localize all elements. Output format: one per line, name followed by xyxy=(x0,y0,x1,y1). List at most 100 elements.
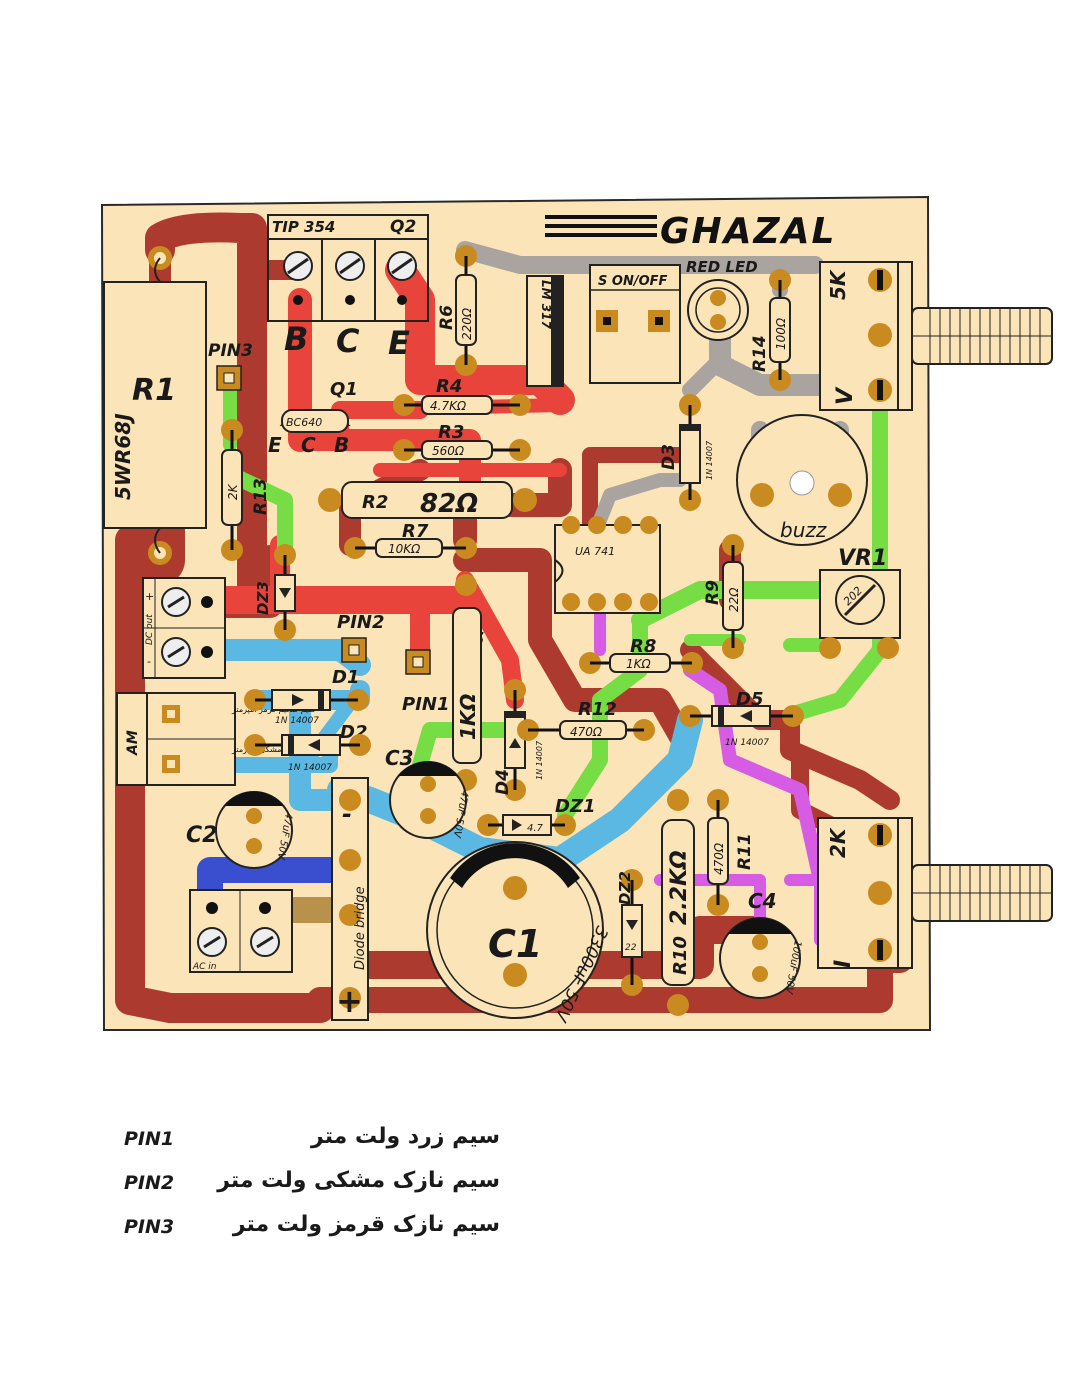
legend-pin1-label: PIN1 xyxy=(124,1128,175,1150)
r1-ref-label: R1 xyxy=(132,373,176,408)
dz1-value-label: 4.7 xyxy=(527,823,544,834)
ic-label: UA 741 xyxy=(575,545,615,558)
legend-row-pin2: PIN2 سیم نازک مشکی ولت متر xyxy=(110,1164,530,1204)
diode-bridge: - Diode bridge + xyxy=(331,777,369,1021)
am-label: AM xyxy=(125,730,141,756)
r13-value-label: 2K xyxy=(226,483,240,500)
r12-ref-label: R12 xyxy=(578,699,617,720)
resistor-r4: R4 4.7KΩ xyxy=(393,376,531,416)
potentiometer-2k: 2K I xyxy=(817,817,1053,969)
legend-pin3-text: سیم نازک قرمز ولت متر xyxy=(232,1212,500,1237)
r10-value-label: 2.2KΩ xyxy=(667,850,692,925)
legend-row-pin1: PIN1 سیم زرد ولت متر xyxy=(110,1120,530,1160)
d5-part-label: 1N 14007 xyxy=(725,738,769,748)
connector-ac-in: AC in xyxy=(189,889,293,973)
r2-value-label: 82Ω xyxy=(420,489,478,519)
d1-ref-label: D1 xyxy=(332,667,359,688)
pot-bottom-pin: I xyxy=(831,960,856,968)
zener-dz1: DZ1 4.7 xyxy=(477,796,596,836)
switch-label: S ON/OFF xyxy=(598,274,667,289)
r6-ref-label: R6 xyxy=(437,305,457,330)
buzzer: buzz xyxy=(736,414,868,546)
resistor-r5: R5 1KΩ xyxy=(452,574,484,791)
legend-pin1-text: سیم زرد ولت متر xyxy=(311,1124,500,1149)
d3-ref-label: D3 xyxy=(659,444,679,470)
d5-ref-label: D5 xyxy=(736,689,763,710)
c4-ref-label: C4 xyxy=(748,889,777,913)
r7-ref-label: R7 xyxy=(402,521,429,542)
r8-ref-label: R8 xyxy=(630,636,656,657)
q2-part-label: TIP 354 xyxy=(272,218,335,236)
q2-pin-b: B xyxy=(284,320,308,358)
r3-value-label: 560Ω xyxy=(432,444,465,458)
r4-value-label: 4.7KΩ xyxy=(430,399,467,413)
capacitor-c2: C2 47uF 50V xyxy=(186,791,294,869)
bridge-plus: + xyxy=(336,982,363,1020)
q1-pin-e: E xyxy=(268,433,282,457)
r9-value-label: 22Ω xyxy=(727,587,741,612)
diode-d5: D5 1N 14007 xyxy=(679,689,804,748)
q1-pin-b: B xyxy=(334,433,349,457)
regulator-label: LM 317 xyxy=(539,280,553,329)
q1-part-label: BC640 xyxy=(286,416,322,429)
pot-top-value: 5K xyxy=(826,269,850,300)
r11-ref-label: R11 xyxy=(735,833,755,870)
diode-d4: D4 1N 14007 xyxy=(493,679,544,801)
r7-value-label: 10KΩ xyxy=(388,542,421,556)
dz2-value-label: 22 xyxy=(625,943,637,953)
q1-ref-label: Q1 xyxy=(330,379,358,400)
d4-ref-label: D4 xyxy=(493,769,513,795)
buzzer-label: buzz xyxy=(780,518,827,542)
pin1-label: PIN1 xyxy=(402,694,449,715)
resistor-r14: 100Ω R14 xyxy=(750,269,791,391)
d4-part-label: 1N 14007 xyxy=(535,740,544,780)
resistor-r11: 470Ω R11 xyxy=(707,789,755,916)
switch-on-off: S ON/OFF xyxy=(589,264,681,384)
am-note-2: سیم ضخیم مشکی آمپرمتر xyxy=(231,744,321,754)
pin3-label: PIN3 xyxy=(208,341,253,361)
d1-part-label: 1N 14007 xyxy=(275,716,319,726)
dc-out-plus: + xyxy=(145,590,154,603)
diode-d3: D3 1N 14007 xyxy=(659,394,714,511)
r2-ref-label: R2 xyxy=(362,492,388,513)
legend-pin3-label: PIN3 xyxy=(124,1216,175,1238)
r12-value-label: 470Ω xyxy=(570,725,603,739)
transistor-q1: Q1 BC640 E C B xyxy=(268,379,358,457)
resistor-r13: 2K R13 xyxy=(221,419,271,561)
dc-out-label: DC out xyxy=(145,614,155,645)
q2-pin-e: E xyxy=(388,324,410,362)
resistor-r2: R2 82Ω xyxy=(318,481,537,519)
dz2-ref-label: DZ2 xyxy=(616,871,634,905)
dc-out-minus: - xyxy=(147,655,151,668)
d3-part-label: 1N 14007 xyxy=(705,440,714,480)
r6-value-label: 220Ω xyxy=(460,307,474,340)
red-led: RED LED xyxy=(686,258,758,341)
capacitor-c3: C3 47uF 50V xyxy=(385,746,470,839)
r8-value-label: 1KΩ xyxy=(626,657,652,671)
q2-pin-c: C xyxy=(336,322,360,360)
d2-part-label: 1N 14007 xyxy=(288,763,332,773)
resistor-r6: 220Ω R6 xyxy=(437,245,477,376)
regulator-lm317: LM 317 xyxy=(526,275,564,387)
legend-row-pin3: PIN3 سیم نازک قرمز ولت متر xyxy=(110,1208,530,1248)
q1-pin-c: C xyxy=(301,433,316,457)
ac-in-label: AC in xyxy=(192,962,217,972)
r9-ref-label: R9 xyxy=(703,580,723,605)
bridge-label: Diode bridge xyxy=(353,886,368,970)
pot-bottom-value: 2K xyxy=(826,827,850,858)
pin1: PIN1 xyxy=(402,649,449,715)
pin2-label: PIN2 xyxy=(337,612,384,633)
r5-value-label: 1KΩ xyxy=(456,694,480,740)
r14-value-label: 100Ω xyxy=(774,317,788,350)
resistor-r10: R10 2.2KΩ xyxy=(661,789,695,1016)
diode-d1: D1 1N 14007 xyxy=(244,667,369,726)
r14-ref-label: R14 xyxy=(750,335,770,372)
vr1-ref-label: VR1 xyxy=(838,546,887,571)
c1-ref-label: C1 xyxy=(488,922,542,966)
transistor-q2: TIP 354 Q2 B C E xyxy=(267,214,429,362)
r4-ref-label: R4 xyxy=(436,376,462,397)
zener-dz3: DZ3 xyxy=(254,544,296,641)
pot-top-pin: V xyxy=(833,386,858,405)
led-label: RED LED xyxy=(686,258,758,276)
